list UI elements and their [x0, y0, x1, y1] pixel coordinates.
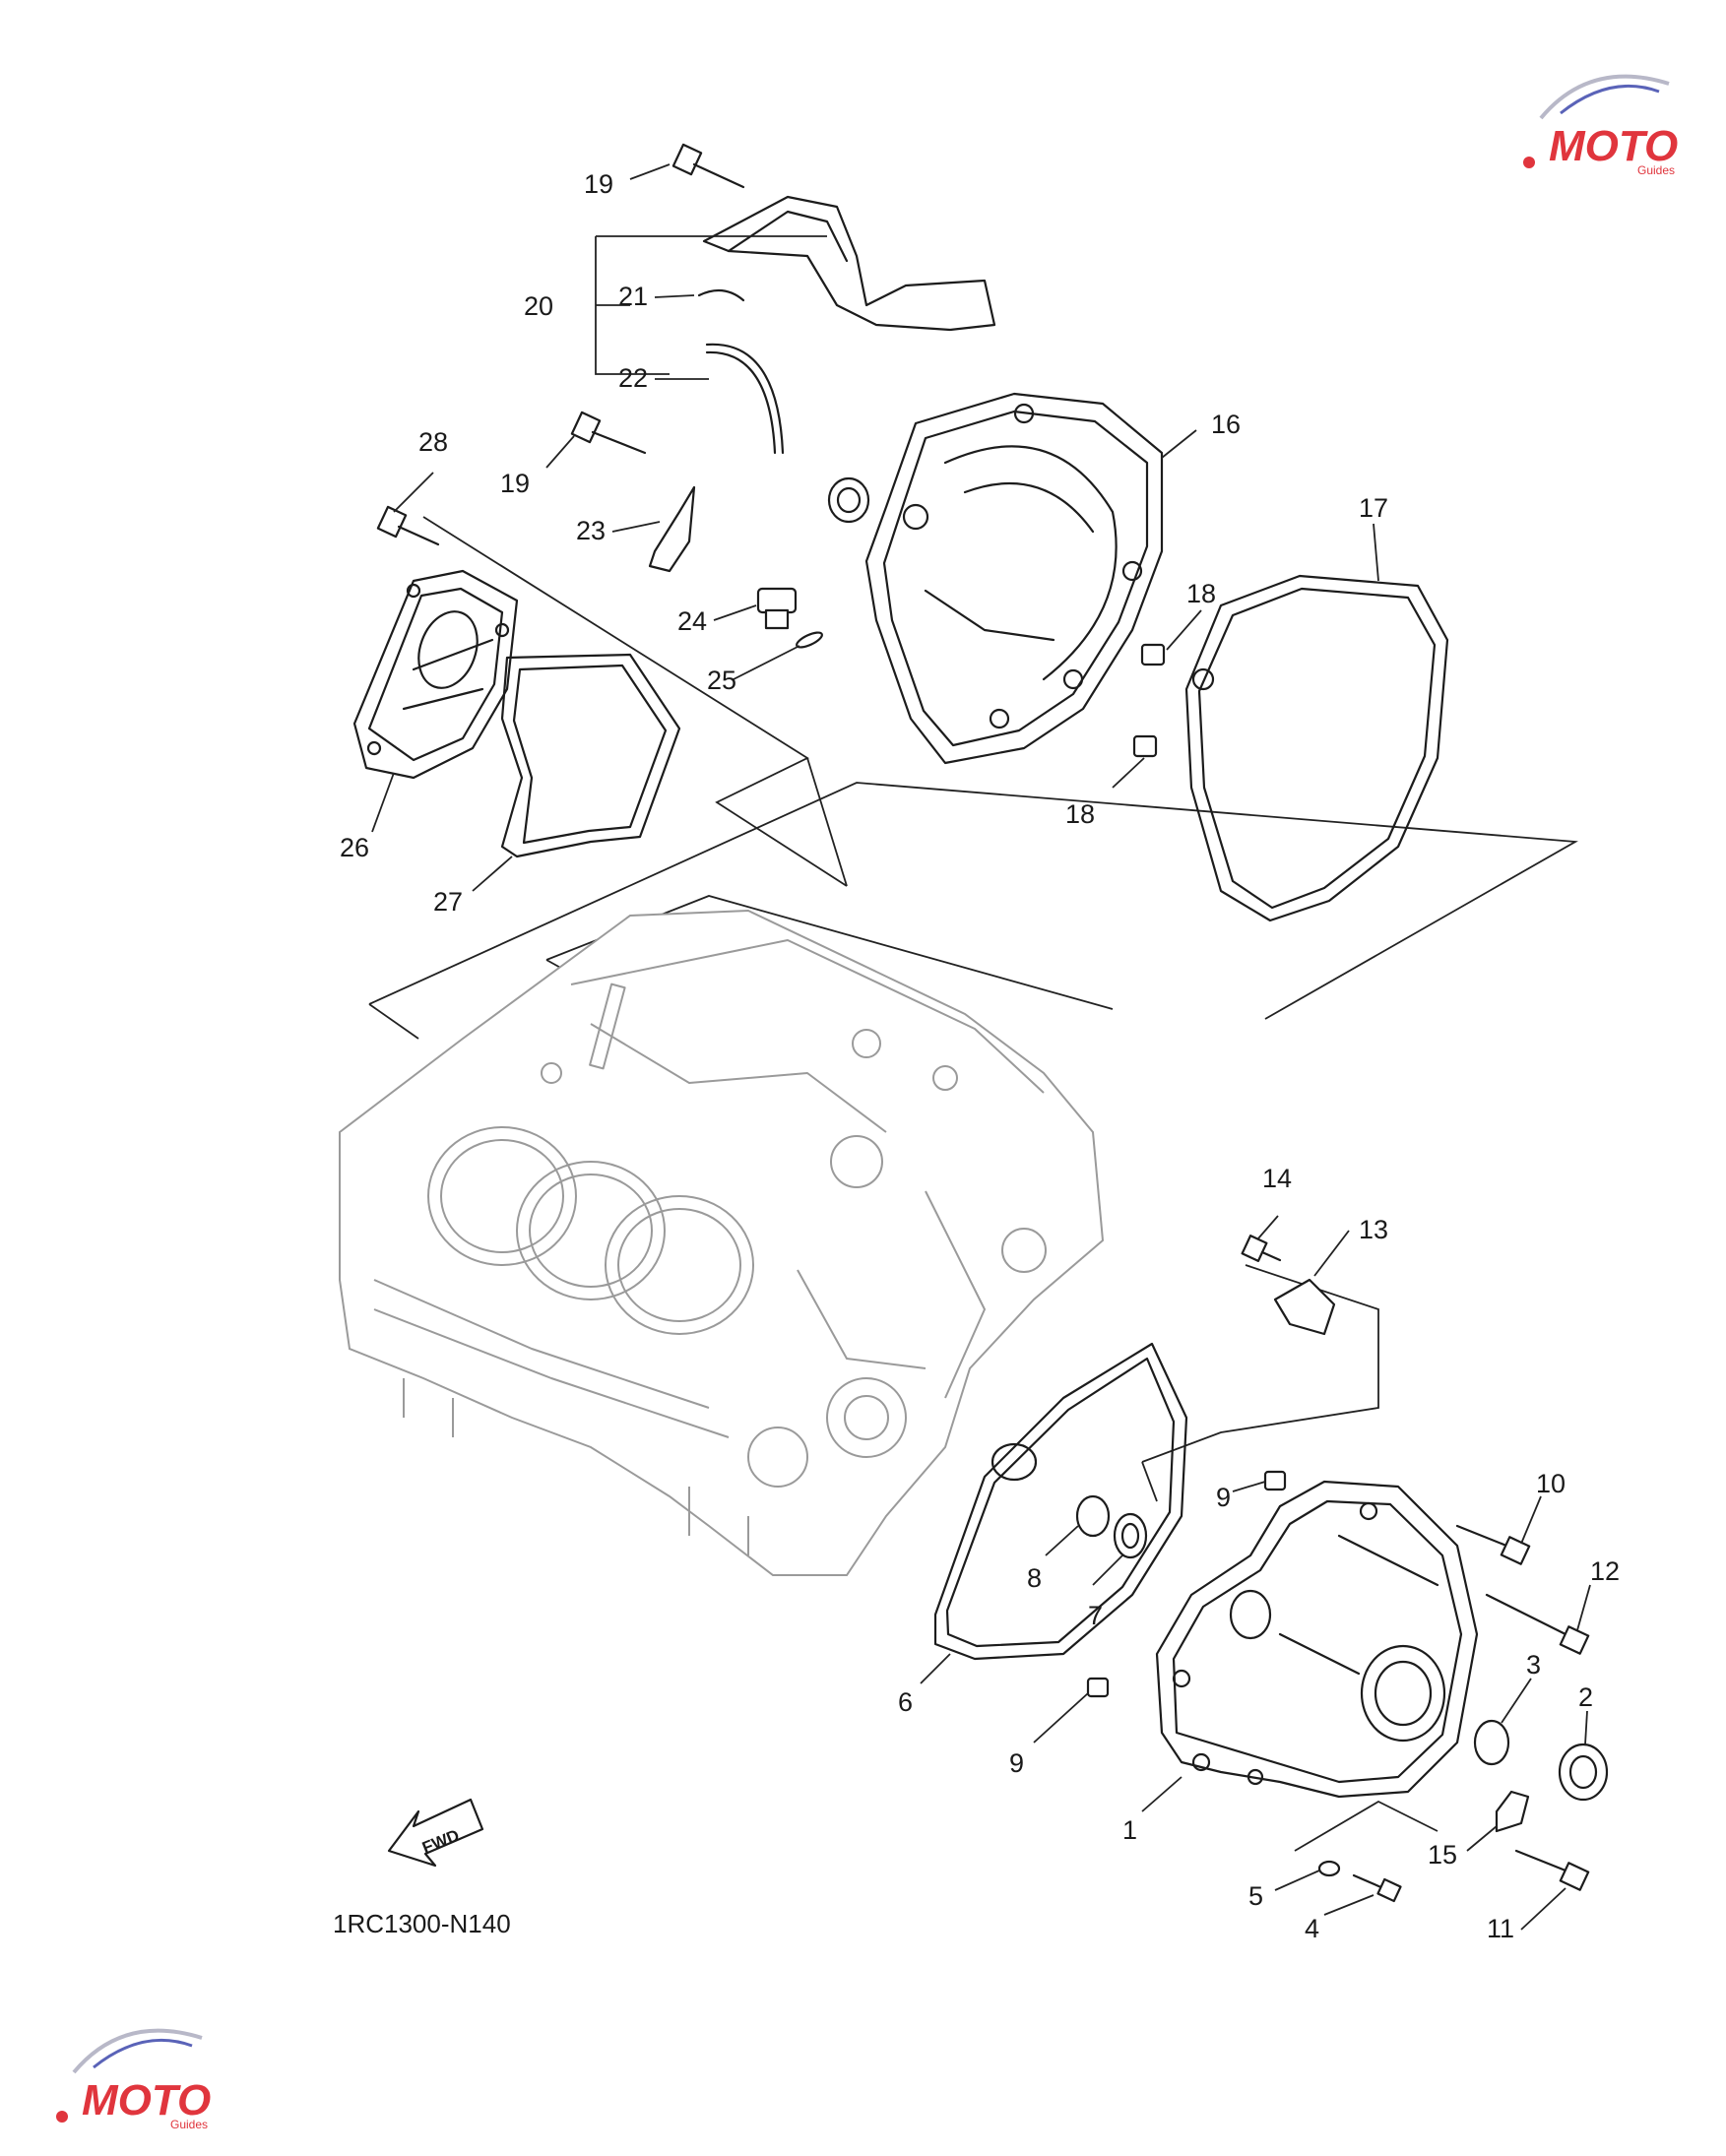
- callout-9-upper: 9: [1216, 1483, 1231, 1512]
- part-28-bolt: [376, 505, 440, 546]
- callout-12: 12: [1590, 1556, 1620, 1586]
- callout-22: 22: [618, 363, 648, 393]
- callout-labels: 19 20 21 22 28 19 23 24 25 16 17 18 18 2…: [340, 169, 1620, 1943]
- callout-13: 13: [1359, 1215, 1388, 1244]
- part-16-clutch-cover: [827, 392, 1164, 765]
- part-18-dowel-lower: [1132, 734, 1158, 758]
- callout-6: 6: [898, 1687, 913, 1717]
- boundary-crankcase-top: [368, 782, 1578, 1020]
- watermark-logo-top-right: MOTO Guides: [1523, 74, 1678, 177]
- part-21-pin: [697, 288, 745, 302]
- part-12-bolt: [1485, 1593, 1590, 1655]
- watermark-logo-bottom-left: MOTO Guides: [56, 2028, 211, 2131]
- part-25-o-ring: [796, 631, 823, 649]
- part-17-gasket: [1184, 574, 1449, 922]
- svg-text:Guides: Guides: [170, 2118, 208, 2131]
- callout-10: 10: [1536, 1469, 1566, 1498]
- part-8-o-ring: [1075, 1494, 1111, 1538]
- callout-25: 25: [707, 666, 736, 695]
- part-5-washer: [1317, 1860, 1341, 1877]
- part-19-bolt-upper: [671, 143, 745, 189]
- boundary-left-cover: [422, 516, 848, 887]
- part-24-oil-plug: [756, 587, 798, 630]
- crankcase-ghost: [339, 909, 1105, 1576]
- part-10-bolt: [1455, 1524, 1531, 1565]
- callout-7: 7: [1088, 1601, 1103, 1630]
- boundary-right-cover: [1141, 1264, 1379, 1463]
- part-19-bolt-lower: [570, 411, 647, 455]
- part-11-bolt: [1514, 1849, 1590, 1891]
- boundary-right-cover-b: [1141, 1461, 1158, 1502]
- part-23-bracket: [648, 485, 696, 573]
- callout-1: 1: [1122, 1815, 1137, 1845]
- part-2-plug: [1558, 1743, 1609, 1802]
- fwd-arrow: FWD: [387, 1798, 484, 1868]
- part-6-gasket: [933, 1342, 1188, 1661]
- callout-8: 8: [1027, 1563, 1042, 1593]
- part-3-o-ring: [1473, 1719, 1510, 1766]
- callout-28: 28: [418, 427, 448, 457]
- callout-26: 26: [340, 833, 369, 862]
- part-7-oil-seal: [1113, 1512, 1148, 1559]
- callout-5: 5: [1248, 1881, 1263, 1911]
- part-15-pipe: [1495, 1790, 1530, 1833]
- callout-19-upper: 19: [584, 169, 613, 199]
- callout-14: 14: [1262, 1164, 1292, 1193]
- boundary-right-lower: [1294, 1800, 1438, 1852]
- part-20-cover-guide: [702, 195, 996, 332]
- callout-18-lower: 18: [1065, 799, 1095, 829]
- part-9-dowel-upper: [1263, 1470, 1287, 1491]
- callout-20: 20: [524, 291, 553, 321]
- callout-4: 4: [1305, 1914, 1319, 1943]
- boundary-left-cover-b: [806, 757, 848, 887]
- part-14-bolt: [1241, 1235, 1282, 1262]
- part-18-dowel-upper: [1140, 643, 1166, 666]
- callout-17: 17: [1359, 493, 1388, 523]
- part-27-gasket: [500, 653, 681, 858]
- callout-23: 23: [576, 516, 606, 545]
- part-4-bolt: [1352, 1873, 1402, 1903]
- part-22-damper: [705, 343, 785, 455]
- part-1-generator-cover: [1155, 1480, 1479, 1799]
- callout-19-lower: 19: [500, 469, 530, 498]
- part-9-dowel-lower: [1086, 1677, 1110, 1698]
- callout-2: 2: [1578, 1682, 1593, 1712]
- callout-16: 16: [1211, 410, 1241, 439]
- callout-24: 24: [677, 606, 707, 636]
- diagram-code: 1RC1300-N140: [333, 1909, 511, 1938]
- leader-lines: [371, 163, 1591, 1931]
- watermark-mark: MOTO: [1549, 122, 1678, 170]
- callout-18-upper: 18: [1186, 579, 1216, 608]
- svg-text:MOTO: MOTO: [82, 2076, 211, 2124]
- watermark-subtext: Guides: [1637, 163, 1675, 177]
- callout-21: 21: [618, 282, 648, 311]
- callout-3: 3: [1526, 1650, 1541, 1680]
- callout-15: 15: [1428, 1840, 1457, 1870]
- callout-9-lower: 9: [1009, 1748, 1024, 1778]
- callout-27: 27: [433, 887, 463, 917]
- assembly-boundary-lines: [368, 516, 1578, 1852]
- part-26-side-cover: [352, 569, 519, 780]
- part-13-bracket: [1273, 1278, 1336, 1336]
- callout-11: 11: [1487, 1914, 1514, 1943]
- boundary-crankcase-left: [368, 1003, 419, 1040]
